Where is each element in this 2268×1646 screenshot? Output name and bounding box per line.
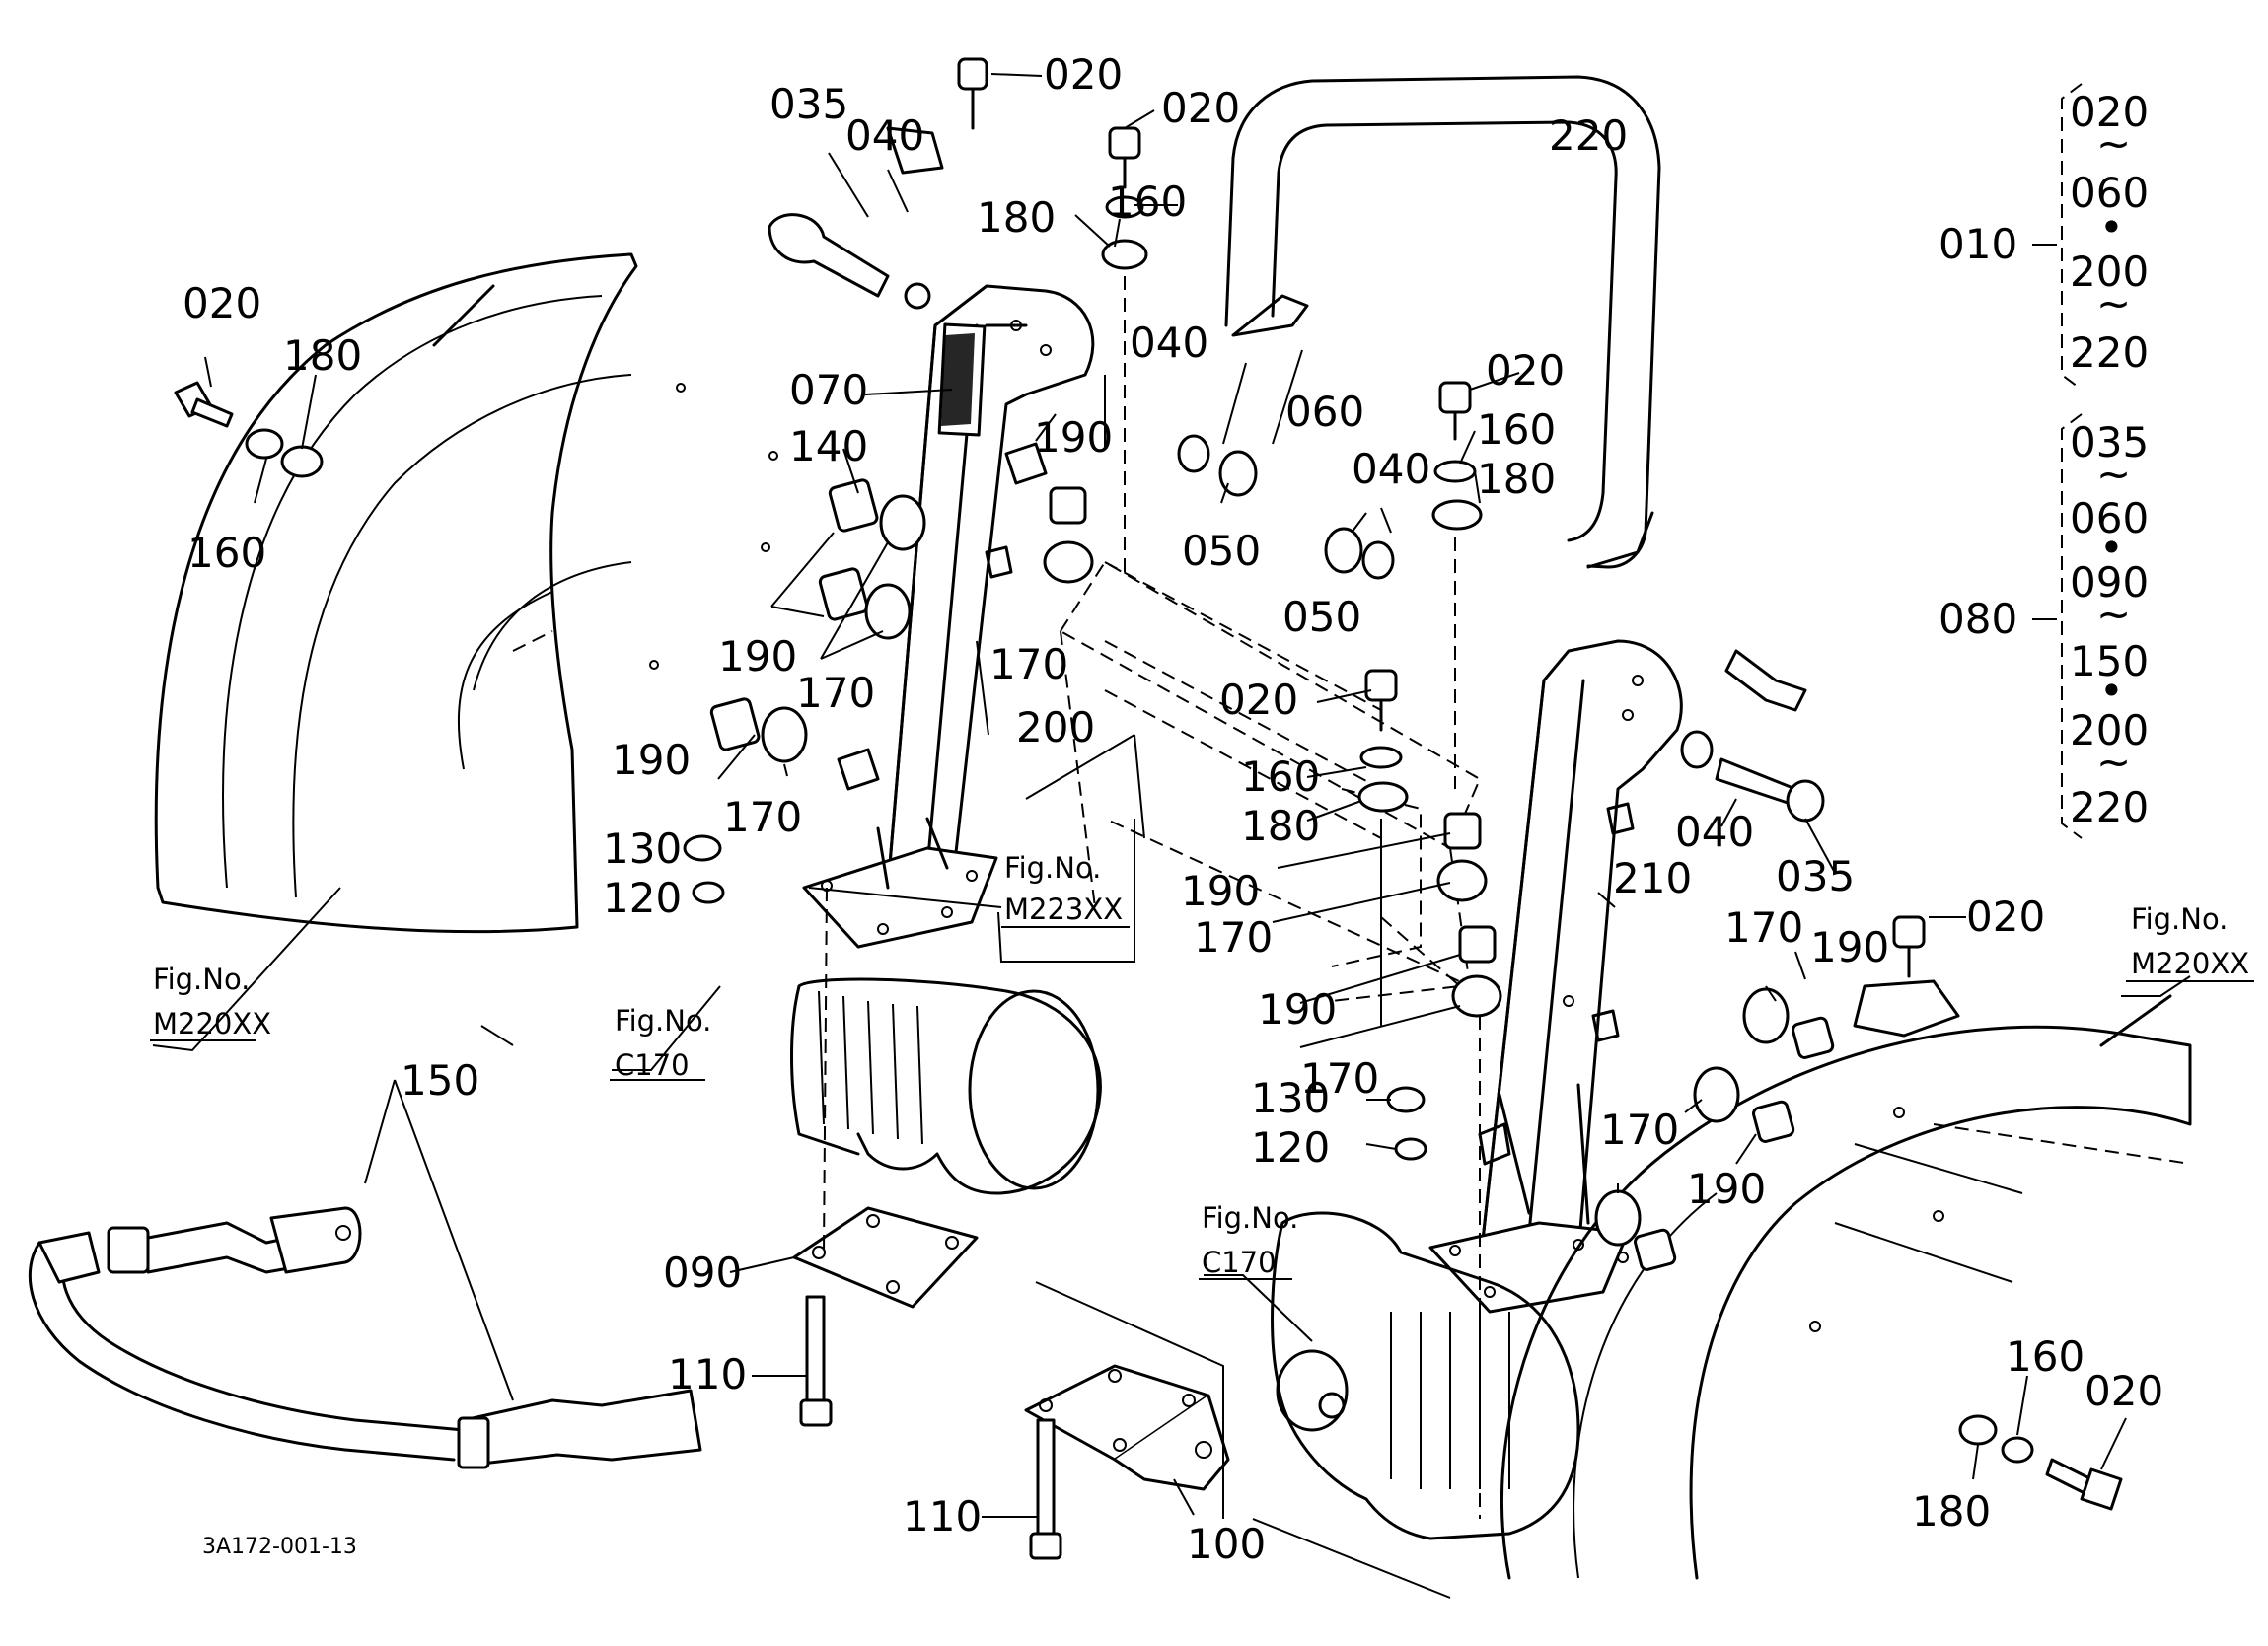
assembly-080-item: 220 bbox=[2070, 783, 2149, 831]
callout-170: 170 bbox=[989, 640, 1068, 688]
callout-160: 160 bbox=[1108, 178, 1187, 226]
callout-040: 040 bbox=[1675, 808, 1754, 856]
assembly-010-number: 010 bbox=[1939, 220, 2017, 268]
callout-160: 160 bbox=[187, 529, 266, 577]
assembly-010-item: • bbox=[2099, 203, 2124, 251]
callout-020: 020 bbox=[1966, 893, 2045, 941]
figref-m220-left-line1: Fig.No. bbox=[153, 963, 250, 996]
callout-200: 200 bbox=[1016, 703, 1095, 751]
callout-130: 130 bbox=[603, 824, 682, 873]
callout-170: 170 bbox=[796, 669, 875, 717]
seat-belt bbox=[28, 1206, 702, 1469]
callout-090: 090 bbox=[663, 1249, 742, 1297]
right-fender bbox=[1500, 994, 2192, 1580]
callout-180: 180 bbox=[1477, 455, 1556, 503]
left-fender bbox=[154, 252, 778, 934]
assembly-080: 080 035 ~ 060 • 090 ~ 150 • 200 ~ 220 bbox=[1939, 413, 2149, 839]
assembly-010-item: 200 bbox=[2070, 248, 2149, 296]
callout-190: 190 bbox=[1034, 413, 1113, 462]
callout-170: 170 bbox=[1300, 1054, 1379, 1103]
assembly-010-item: 220 bbox=[2070, 328, 2149, 377]
left-final-drive bbox=[790, 977, 1102, 1195]
callout-130: 130 bbox=[1251, 1074, 1330, 1122]
assembly-080-item: • bbox=[2099, 667, 2124, 715]
figref-m220-right-line1: Fig.No. bbox=[2131, 902, 2228, 936]
assembly-080-item: 200 bbox=[2070, 706, 2149, 754]
callout-020: 020 bbox=[1219, 676, 1298, 724]
assembly-080-item: ~ bbox=[2096, 450, 2131, 498]
assembly-080-item: • bbox=[2099, 524, 2124, 572]
callout-110: 110 bbox=[903, 1492, 982, 1540]
callout-180: 180 bbox=[1241, 802, 1320, 850]
callout-170: 170 bbox=[1600, 1106, 1679, 1154]
callout-220: 220 bbox=[1549, 111, 1628, 160]
callout-140: 140 bbox=[789, 422, 868, 470]
callout-190: 190 bbox=[718, 632, 797, 680]
callout-040: 040 bbox=[1352, 445, 1430, 493]
callout-050: 050 bbox=[1182, 527, 1261, 575]
callout-040: 040 bbox=[845, 111, 924, 160]
assembly-080-item: 035 bbox=[2070, 418, 2149, 466]
callout-020: 020 bbox=[2085, 1367, 2163, 1415]
figref-c170-right-line1: Fig.No. bbox=[1202, 1201, 1298, 1235]
assembly-010-item: 020 bbox=[2070, 88, 2149, 136]
callout-100: 100 bbox=[1187, 1520, 1266, 1568]
callout-020: 020 bbox=[1486, 346, 1565, 394]
callout-160: 160 bbox=[1241, 752, 1320, 801]
figure-references: Fig.No. M223XX Fig.No. M220XX Fig.No. C1… bbox=[150, 851, 2254, 1280]
figref-m223-line2: M223XX bbox=[1004, 893, 1123, 926]
callout-050: 050 bbox=[1282, 593, 1361, 641]
callout-180: 180 bbox=[283, 331, 362, 380]
callout-190: 190 bbox=[1181, 867, 1260, 915]
figref-m220-right-line2: M220XX bbox=[2131, 947, 2249, 980]
callout-120: 120 bbox=[603, 874, 682, 922]
leader-lines bbox=[152, 73, 2191, 1519]
callout-160: 160 bbox=[1477, 405, 1556, 454]
right-final-drive bbox=[1271, 1211, 1580, 1540]
callout-070: 070 bbox=[789, 366, 868, 414]
rops-top-bar bbox=[1224, 75, 1661, 569]
hardware bbox=[174, 57, 2123, 1599]
figref-c170-left-line2: C170 bbox=[615, 1048, 690, 1082]
callout-040: 040 bbox=[1130, 319, 1208, 367]
callout-170: 170 bbox=[1724, 903, 1803, 952]
callout-190: 190 bbox=[1810, 923, 1889, 971]
callout-180: 180 bbox=[1912, 1487, 1991, 1536]
callout-020: 020 bbox=[183, 279, 261, 327]
callouts: 020 020 020 020 020 020 020 035 035 040 … bbox=[183, 50, 2163, 1568]
callout-210: 210 bbox=[1613, 854, 1692, 902]
callout-035: 035 bbox=[769, 80, 848, 128]
assembly-080-number: 080 bbox=[1939, 595, 2017, 643]
callout-150: 150 bbox=[401, 1056, 479, 1105]
callout-035: 035 bbox=[1776, 852, 1855, 900]
assembly-080-item: 090 bbox=[2070, 558, 2149, 607]
callout-020: 020 bbox=[1044, 50, 1123, 99]
assembly-010-item: ~ bbox=[2096, 279, 2131, 327]
assembly-080-item: ~ bbox=[2096, 590, 2131, 638]
figref-c170-left-line1: Fig.No. bbox=[615, 1004, 711, 1038]
callout-190: 190 bbox=[612, 736, 691, 784]
assembly-080-item: 060 bbox=[2070, 494, 2149, 542]
assembly-010-item: ~ bbox=[2096, 119, 2131, 168]
callout-180: 180 bbox=[977, 193, 1056, 242]
assembly-080-item: 150 bbox=[2070, 637, 2149, 685]
callout-170: 170 bbox=[723, 793, 802, 841]
callout-120: 120 bbox=[1251, 1123, 1330, 1172]
assembly-010-item: 060 bbox=[2070, 169, 2149, 217]
figref-c170-right-line2: C170 bbox=[1202, 1246, 1277, 1279]
figref-m223-line1: Fig.No. bbox=[1004, 851, 1101, 885]
callout-190: 190 bbox=[1258, 985, 1337, 1034]
callout-170: 170 bbox=[1194, 913, 1273, 962]
assembly-080-item: ~ bbox=[2096, 738, 2131, 786]
callout-060: 060 bbox=[1285, 388, 1364, 436]
assembly-010: 010 020 ~ 060 • 200 ~ 220 bbox=[1939, 83, 2149, 391]
callout-160: 160 bbox=[2006, 1332, 2085, 1381]
callout-110: 110 bbox=[668, 1350, 747, 1398]
callout-190: 190 bbox=[1687, 1165, 1766, 1213]
figref-m220-left-line2: M220XX bbox=[153, 1007, 271, 1040]
drawing-code: 3A172-001-13 bbox=[202, 1535, 357, 1559]
callout-020: 020 bbox=[1161, 84, 1240, 132]
